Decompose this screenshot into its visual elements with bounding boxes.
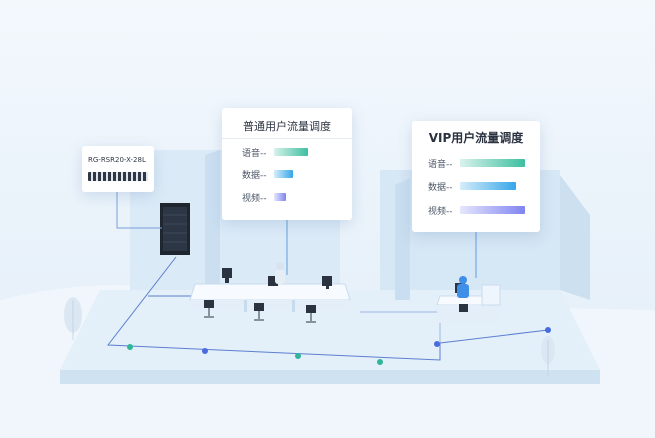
vip-row-data-bar: [460, 182, 516, 190]
normal-panel-divider: [222, 138, 352, 139]
device-connector: [116, 192, 162, 229]
vip-row-video-bar: [460, 206, 525, 214]
normal-row-data-bar: [274, 170, 293, 178]
vip-row-video-label: 视频--: [428, 207, 453, 217]
vip-row-voice-bar: [460, 159, 525, 167]
server-rack: [160, 203, 190, 255]
right-side-wall: [560, 175, 590, 300]
network-node: [377, 359, 383, 365]
pillar: [205, 150, 220, 290]
normal-traffic-panel: 普通用户流量调度 语音-- 数据-- 视频--: [222, 108, 352, 220]
normal-row-data-label: 数据--: [242, 171, 267, 181]
partition: [395, 178, 410, 300]
normal-row-video-bar: [274, 193, 286, 201]
vip-user-desk: [436, 276, 501, 323]
network-node: [202, 348, 208, 354]
vip-row-voice-label: 语音--: [428, 160, 453, 170]
switch-icon: [88, 172, 148, 181]
normal-row-video-label: 视频--: [242, 194, 267, 204]
normal-row-voice-label: 语音--: [242, 149, 267, 159]
vip-panel-title: VIP用户流量调度: [428, 131, 524, 145]
normal-row-voice-bar: [274, 148, 308, 156]
floor-edge: [60, 370, 600, 384]
network-node: [127, 344, 133, 350]
tree: [541, 336, 555, 376]
normal-user-desks: [189, 262, 351, 323]
device-card: RG-RSR20-X-28L: [82, 146, 154, 192]
tree: [64, 297, 82, 340]
network-node: [295, 353, 301, 359]
network-node: [434, 341, 440, 347]
network-link-4: [439, 329, 549, 344]
vip-row-data-label: 数据--: [428, 183, 453, 193]
network-link: [107, 256, 441, 361]
vip-traffic-panel: VIP用户流量调度 语音-- 数据-- 视频--: [412, 121, 540, 232]
network-node: [545, 327, 551, 333]
normal-panel-title: 普通用户流量调度: [243, 120, 331, 133]
device-model-label: RG-RSR20-X-28L: [88, 156, 146, 164]
